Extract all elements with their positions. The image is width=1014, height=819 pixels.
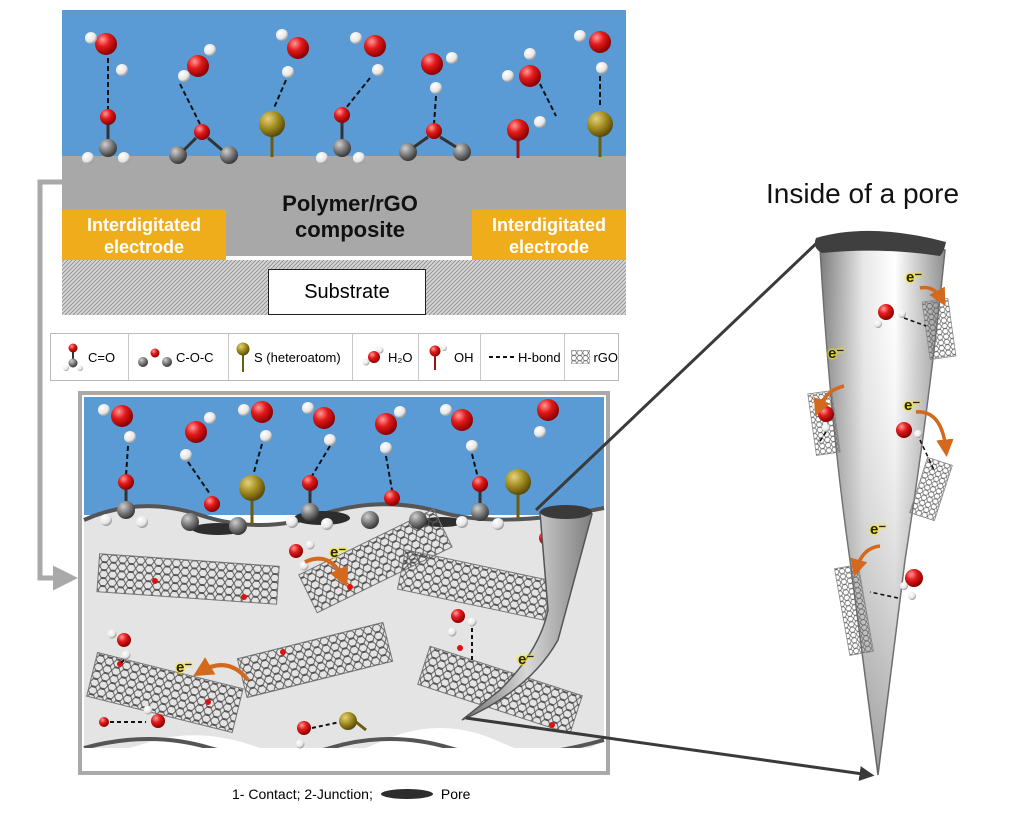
legend-item-ether: C-O-C [129, 334, 229, 380]
legend-item-carbonyl: C=O [51, 334, 129, 380]
electrode-right-line1: Interdigitated [491, 215, 606, 235]
legend-item-hbond: H-bond [481, 334, 565, 380]
electron-label-4: e⁻ [906, 269, 923, 286]
caption-text: 1- Contact; 2-Junction; [232, 786, 373, 802]
pore-shape-icon [380, 789, 433, 799]
legend-item-hydroxyl: OH [419, 334, 481, 380]
legend-carbonyl-label: C=O [88, 349, 116, 365]
electron-label-3: e⁻ [518, 651, 535, 668]
composite-label: Polymer/rGO composite [250, 191, 450, 243]
electrode-left [62, 210, 226, 260]
bottom-caption: 1- Contact; 2-Junction; Pore [232, 786, 470, 802]
legend-rgo-label: rGO [593, 349, 618, 365]
legend-hydroxyl-label: OH [454, 349, 474, 365]
bottom-pore-funnel [461, 505, 593, 721]
electron-label-1: e⁻ [330, 544, 347, 561]
electrode-right-line2: electrode [508, 237, 590, 257]
electron-label-6: e⁻ [904, 397, 921, 414]
caption-pore-label: Pore [440, 786, 471, 802]
connector-arrow [37, 179, 78, 591]
legend-item-sulfur: S (heteroatom) [229, 334, 353, 380]
legend-sulfur-label: S (heteroatom) [254, 349, 341, 365]
legend-item-rgo: rGO [565, 334, 618, 380]
legend-ether-label: C-O-C [176, 349, 214, 365]
electron-label-7: e⁻ [870, 521, 887, 538]
electron-label-2: e⁻ [176, 659, 193, 676]
rgo-pattern-icon [571, 350, 591, 364]
electrode-right-label: Interdigitated electrode [474, 214, 624, 258]
electrode-right [472, 210, 626, 260]
electrode-left-line1: Interdigitated [86, 215, 201, 235]
electron-label-5: e⁻ [828, 345, 845, 362]
hbond-line-icon [489, 356, 515, 358]
carbonyl-icon [63, 343, 83, 371]
legend-item-water: H₂O [353, 334, 419, 380]
pore-title: Inside of a pore [766, 178, 960, 209]
ether-icon [138, 348, 172, 367]
bottom-surface-molecules [98, 399, 559, 749]
composite-label-line1: Polymer/rGO [282, 191, 418, 216]
top-surface-molecules [82, 29, 613, 164]
water-icon [362, 346, 384, 366]
legend-water-label: H₂O [388, 349, 413, 365]
hydroxyl-icon [429, 345, 447, 370]
electrode-left-line2: electrode [103, 237, 185, 257]
legend-hbond-label: H-bond [518, 349, 561, 365]
composite-label-line2: composite [294, 217, 406, 242]
electrode-left-label: Interdigitated electrode [66, 214, 222, 258]
big-pore [807, 230, 957, 776]
sulfur-icon [236, 342, 250, 372]
substrate-label: Substrate [268, 269, 426, 315]
electron-arrows-bottom [193, 556, 348, 682]
zoom-lines [465, 236, 875, 781]
legend: C=O C-O-C S (heteroatom) H₂O OH H-bond r… [50, 333, 619, 381]
water-layer-bottom [84, 397, 604, 515]
